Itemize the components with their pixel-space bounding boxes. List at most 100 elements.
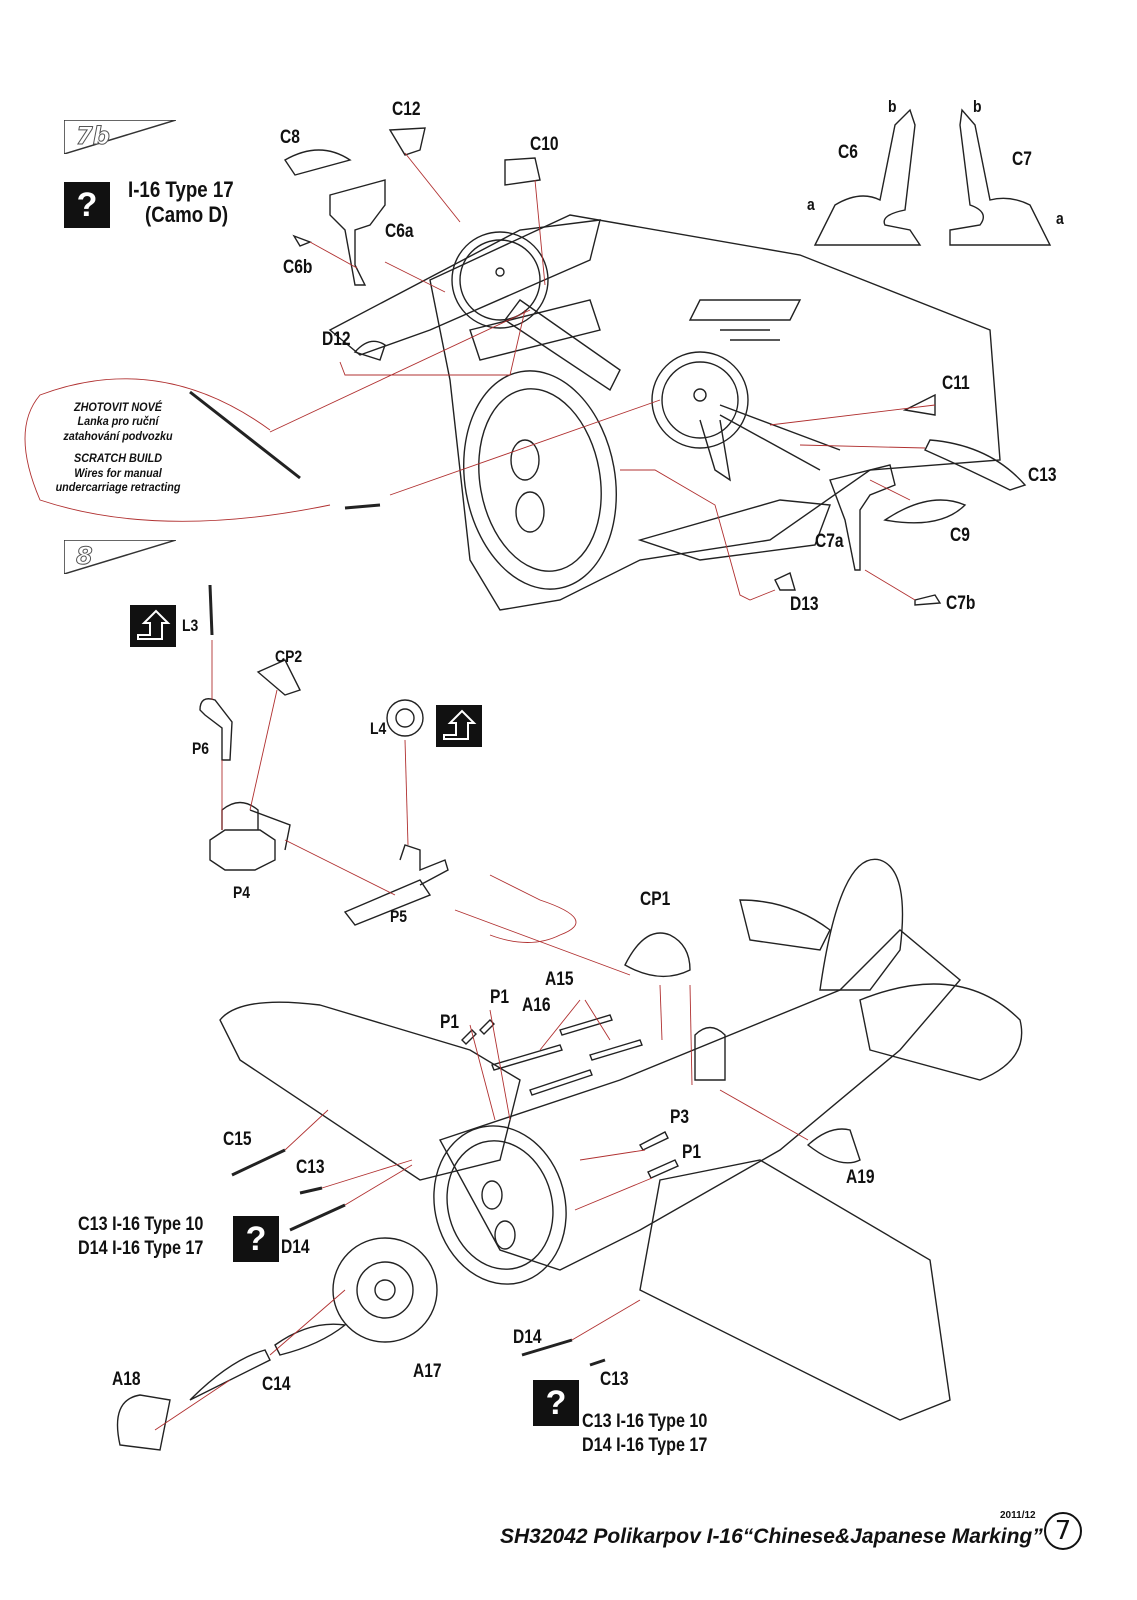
label-p1-b: P1: [440, 1012, 460, 1033]
step-flag-icon: [64, 540, 176, 574]
variant-line1: I-16 Type 17: [128, 177, 234, 202]
part-p1-pair: [461, 1019, 495, 1045]
upper-fuselage-outline: [429, 214, 1001, 611]
label-a19: A19: [846, 1167, 875, 1188]
label-c11: C11: [942, 373, 970, 394]
label-p3: P3: [670, 1107, 690, 1128]
lower-wing-left: [219, 1001, 521, 1181]
upper-wheel-left: [451, 231, 549, 329]
part-c12: [388, 127, 426, 156]
label-l3: L3: [182, 616, 199, 635]
part-c13-mid: [299, 1186, 323, 1195]
label-d12: D12: [322, 329, 351, 350]
part-c10: [504, 157, 541, 186]
label-c13: C13: [1028, 465, 1057, 486]
label-c9: C9: [950, 525, 970, 546]
options-bottom-line1: C13 I-16 Type 10: [582, 1411, 708, 1432]
label-cp1: CP1: [640, 889, 671, 910]
footer-title: SH32042 Polikarpov I-16“Chinese&Japanese…: [500, 1525, 1043, 1548]
upper-cowling: [463, 370, 617, 590]
lower-cowling: [433, 1125, 567, 1285]
part-d14-lower: [521, 1338, 573, 1357]
label-p1-c: P1: [682, 1142, 702, 1163]
label-c7a: C7a: [815, 531, 844, 552]
variant-line2: (Camo D): [145, 202, 229, 228]
page-number: 7: [1044, 1512, 1082, 1550]
part-a19: [806, 1128, 861, 1164]
label-d13: D13: [790, 594, 819, 615]
label-a-right: a: [1056, 209, 1064, 228]
step-7b-marker: 7b: [64, 120, 176, 154]
door-c6: [813, 108, 922, 246]
part-p5: [343, 879, 432, 926]
step-7b-number: 7b: [76, 122, 111, 151]
label-c13-c: C13: [600, 1369, 629, 1390]
label-a16: A16: [522, 995, 551, 1016]
label-c15: C15: [223, 1129, 252, 1150]
label-cp2: CP2: [275, 647, 303, 666]
upper-wheel-right: [651, 351, 749, 449]
lower-tail-fin: [819, 858, 904, 991]
step-8-number: 8: [76, 542, 94, 571]
label-c13-b: C13: [296, 1157, 325, 1178]
upper-wing-left: [328, 219, 601, 356]
step-flag-icon: [64, 120, 176, 154]
label-l4: L4: [370, 719, 387, 738]
part-c6a: [329, 179, 386, 286]
part-p4: [209, 829, 276, 871]
part-p6: [199, 698, 233, 761]
part-cp1: [624, 932, 691, 978]
label-a-left: a: [807, 195, 815, 214]
note-cz-line2: zatahování podvozku: [63, 428, 173, 443]
upper-wing-right: [637, 499, 831, 561]
note-en-title: SCRATCH BUILD: [73, 451, 163, 466]
options-left: C13 I-16 Type 10 D14 I-16 Type 17: [78, 1213, 203, 1261]
part-d14-mid: [289, 1203, 346, 1232]
part-c7b: [914, 594, 942, 606]
part-a17-engine: [332, 1237, 438, 1343]
label-c7b: C7b: [946, 593, 976, 614]
lower-seat-back: [694, 1026, 726, 1081]
note-cz-title: ZHOTOVIT NOVÉ: [73, 400, 163, 414]
part-c14-prop: [189, 1323, 347, 1401]
label-c8: C8: [280, 127, 300, 148]
part-a15: [559, 1014, 643, 1061]
part-c8: [284, 149, 352, 176]
label-a15: A15: [545, 969, 574, 990]
footer-date: 2011/12: [1000, 1510, 1036, 1521]
step-8-marker: 8: [64, 540, 176, 574]
options-bottom: C13 I-16 Type 10 D14 I-16 Type 17: [582, 1410, 707, 1458]
door-c7: [949, 108, 1052, 246]
scratch-build-note: ZHOTOVIT NOVÉ Lanka pro ruční zatahování…: [46, 400, 190, 494]
question-icon: ?: [533, 1380, 579, 1426]
options-left-line2: D14 I-16 Type 17: [78, 1237, 204, 1259]
flip-over-icon: [130, 605, 176, 647]
options-left-line1: C13 I-16 Type 10: [78, 1214, 204, 1235]
label-b-right: b: [973, 97, 982, 116]
part-a18-spinner: [116, 1394, 171, 1451]
note-en-line2: undercarriage retracting: [55, 479, 181, 494]
label-c12: C12: [392, 99, 421, 120]
part-cp2: [256, 659, 301, 696]
options-bottom-line2: D14 I-16 Type 17: [582, 1434, 708, 1456]
part-l4: [386, 699, 424, 737]
part-p3: [639, 1131, 669, 1151]
note-cz-line1: Lanka pro ruční: [77, 414, 159, 429]
label-c7: C7: [1012, 149, 1032, 170]
label-p6: P6: [192, 739, 210, 758]
part-c13-upper: [924, 439, 1027, 491]
part-c15: [231, 1148, 286, 1177]
label-a18: A18: [112, 1369, 141, 1390]
lower-stabilizer: [859, 983, 1023, 1081]
lower-elevator: [739, 899, 831, 951]
label-p4: P4: [233, 883, 251, 902]
part-d13: [774, 572, 796, 591]
part-c6b: [292, 234, 312, 247]
label-a17: A17: [413, 1361, 442, 1382]
label-c14: C14: [262, 1374, 291, 1395]
label-c6: C6: [838, 142, 858, 163]
label-d14-a: D14: [281, 1237, 310, 1258]
part-c11: [902, 393, 936, 416]
part-p1-lower: [647, 1159, 679, 1179]
